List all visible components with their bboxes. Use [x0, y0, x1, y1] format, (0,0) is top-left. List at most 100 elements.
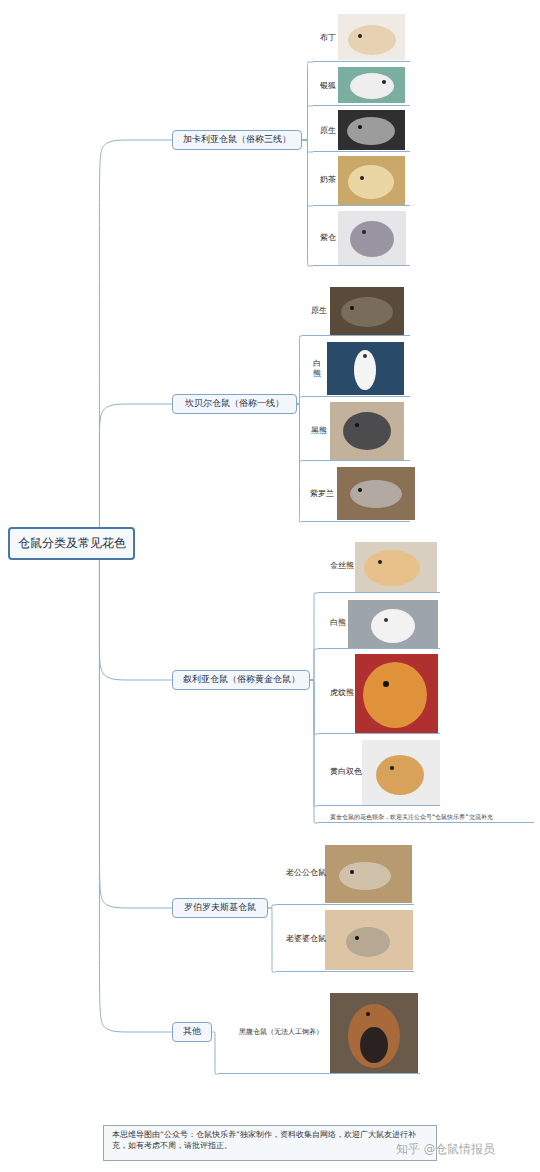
leaf-label: 黑腹仓鼠（无法人工饲养） [239, 1028, 323, 1036]
photo-frame [338, 211, 406, 265]
hamster-eye [390, 766, 394, 770]
hamster-photo [330, 287, 404, 335]
photo-frame [327, 342, 404, 395]
branch-topic: 加卡利亚仓鼠（俗称三线） [172, 130, 302, 150]
hamster-belly [360, 1027, 388, 1063]
branch-connector [99, 404, 172, 527]
leaf-label: 虎纹熊 [330, 689, 354, 698]
branch-topic: 坎贝尔仓鼠（俗称一线） [172, 394, 297, 414]
hamster-eye [358, 488, 362, 492]
caption-note: 本思维导图由“公众号：仓鼠快乐养”独家制作，资料收集自网络，欢迎广大鼠友进行补充… [103, 1125, 437, 1161]
leaf-topic: 黄白双色 [318, 739, 440, 806]
hamster-body [350, 480, 402, 508]
hamster-body [348, 25, 396, 55]
leaf-topic: 金丝熊 [318, 541, 440, 593]
photo-frame [337, 467, 415, 520]
leaf-label: 老公公仓鼠 [286, 869, 326, 878]
hamster-eye [378, 560, 382, 564]
hamster-body [346, 927, 390, 957]
hamster-eye [382, 80, 386, 84]
leaf-topic: 布丁 [313, 14, 410, 62]
leaf-topic: 老公公仓鼠 [276, 843, 414, 905]
hamster-body [348, 165, 394, 199]
hamster-photo [330, 993, 418, 1073]
hamster-photo [338, 156, 405, 205]
leaf-topic: 紫罗兰 [302, 466, 410, 522]
leaf-topic: 黑熊 [302, 401, 410, 461]
hamster-body [371, 609, 415, 643]
hamster-photo [355, 542, 437, 592]
topic-label: 罗伯罗夫斯基仓鼠 [184, 903, 256, 913]
branch-connector [302, 140, 313, 206]
hamster-eye [350, 306, 354, 310]
topic-label: 坎贝尔仓鼠（俗称一线） [185, 399, 284, 409]
hamster-photo [327, 342, 404, 395]
hamster-photo [325, 910, 413, 970]
leaf-label: 原生 [320, 126, 336, 135]
photo-frame [355, 542, 437, 592]
hamster-photo [338, 14, 405, 60]
note-topic: 黄金仓鼠的花色很杂，欢迎关注公众号“仓鼠快乐养”交流补充 [318, 809, 534, 823]
leaf-label: 布丁 [320, 33, 336, 42]
hamster-eye [358, 34, 362, 38]
leaf-topic: 银狐 [313, 66, 410, 106]
leaf-topic: 白熊 [302, 341, 410, 397]
hamster-eye [360, 176, 364, 180]
topic-label: 叙利亚仓鼠（俗称黄金仓鼠） [183, 675, 300, 685]
hamster-photo [355, 654, 438, 734]
hamster-body [348, 1004, 400, 1068]
hamster-photo [337, 467, 415, 520]
photo-frame [348, 600, 438, 648]
branch-connector [310, 593, 318, 680]
branch-connector [302, 106, 313, 140]
leaf-label: 紫罗兰 [310, 489, 334, 498]
leaf-label: 金丝熊 [330, 562, 354, 571]
leaf-topic: 原生 [302, 286, 410, 336]
photo-frame [338, 156, 405, 205]
hamster-body [350, 73, 394, 99]
leaf-topic: 紫仓 [313, 210, 410, 266]
leaf-label: 奶茶 [320, 175, 336, 184]
hamster-eye [350, 870, 354, 874]
branch-connector [99, 140, 172, 527]
leaf-label: 白熊 [330, 619, 346, 628]
leaf-label: 紫仓 [320, 233, 336, 242]
photo-frame [325, 845, 412, 903]
photo-frame [338, 14, 405, 60]
hamster-body [350, 221, 394, 257]
hamster-body [339, 862, 391, 890]
hamster-eye [363, 354, 367, 358]
branch-connector [268, 908, 276, 972]
leaf-topic: 原生 [313, 110, 410, 152]
hamster-body [376, 755, 424, 795]
leaf-label: 老婆婆仓鼠 [286, 935, 326, 944]
leaf-label: 黑熊 [311, 426, 327, 435]
hamster-photo [338, 211, 406, 265]
hamster-eye [358, 125, 362, 129]
branch-topic: 其他 [172, 1022, 212, 1042]
leaf-label: 银狐 [320, 81, 336, 90]
hamster-body [347, 117, 395, 145]
leaf-label: 原生 [311, 306, 327, 315]
hamster-body [343, 412, 391, 450]
hamster-eye [362, 230, 366, 234]
hamster-photo [338, 110, 405, 150]
hamster-eye [366, 1012, 370, 1016]
leaf-topic: 黑腹仓鼠（无法人工饲养） [218, 992, 420, 1074]
hamster-photo [338, 67, 405, 103]
branch-connector [310, 680, 318, 734]
branch-connector [302, 62, 313, 140]
leaf-label: 黄金仓鼠的花色很杂，欢迎关注公众号“仓鼠快乐养”交流补充 [330, 814, 493, 821]
branch-connector [310, 649, 318, 680]
branch-connector [310, 680, 318, 823]
leaf-label: 白熊 [313, 359, 321, 377]
branch-connector [99, 560, 172, 680]
topic-label: 加卡利亚仓鼠（俗称三线） [183, 135, 291, 145]
root-topic: 仓鼠分类及常见花色 [8, 527, 135, 560]
watermark: 知乎 @仓鼠情报员 [396, 1142, 495, 1157]
photo-frame [338, 110, 405, 150]
